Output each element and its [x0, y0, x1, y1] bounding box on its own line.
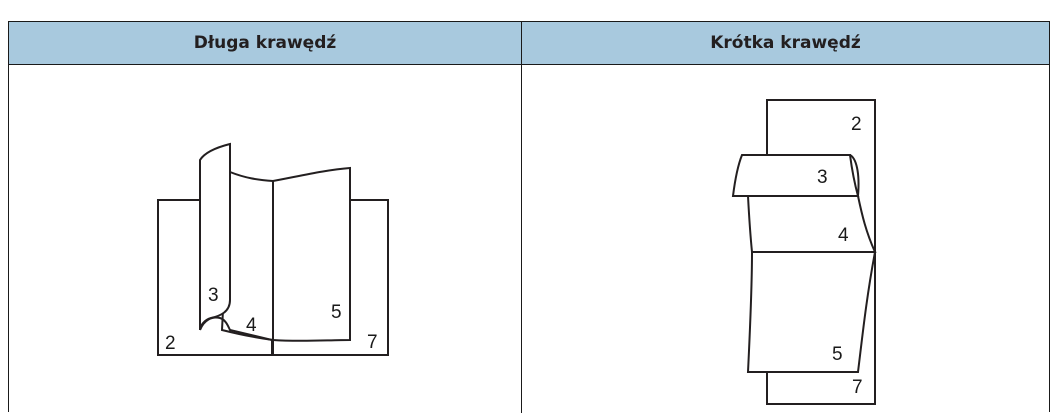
page-number: 7	[852, 377, 863, 398]
column-divider	[521, 22, 522, 413]
page-number: 7	[367, 332, 378, 353]
page-4-inner	[746, 195, 877, 253]
page-number: 2	[165, 333, 176, 354]
page-3-curl-bottom	[199, 316, 273, 341]
table-header-row: Długa krawędź Krótka krawędź	[9, 22, 1049, 65]
page-number: 5	[832, 344, 843, 365]
header-short-edge: Krótka krawędź	[710, 33, 861, 53]
binding-table: Długa krawędź Krótka krawędź	[8, 21, 1050, 413]
page-3-flap-curl	[849, 154, 860, 197]
page-3-flap	[731, 154, 860, 197]
page-number: 4	[246, 315, 257, 336]
page-5-inner	[746, 251, 877, 373]
page-number: 3	[817, 167, 828, 188]
page-number: 3	[208, 285, 219, 306]
page-number: 4	[838, 225, 849, 246]
page-number: 5	[331, 302, 342, 323]
page-5-inner	[272, 166, 351, 342]
page-number: 2	[851, 114, 862, 135]
header-long-edge: Długa krawędź	[193, 33, 337, 53]
